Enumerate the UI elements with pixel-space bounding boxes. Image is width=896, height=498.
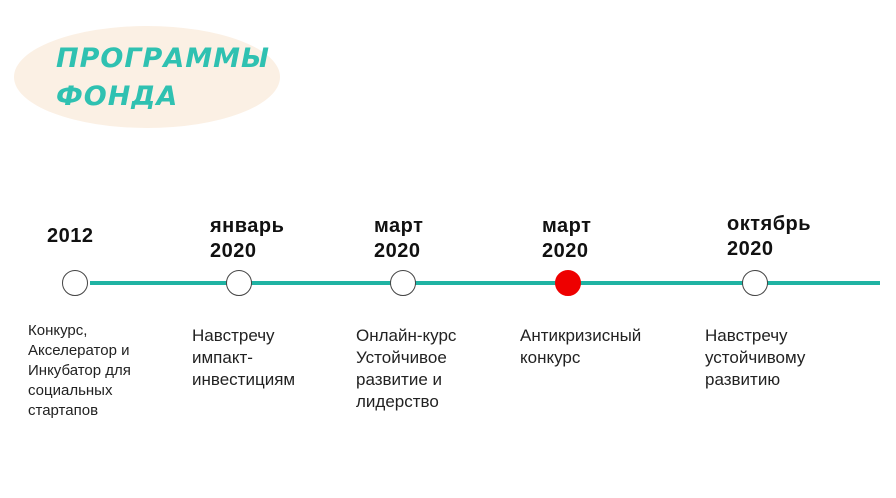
- milestone-date-3: март 2020: [374, 215, 424, 262]
- milestone-date-1: 2012: [47, 225, 94, 247]
- milestone-text-3: Онлайн-курс Устойчивое развитие и лидерс…: [356, 326, 457, 411]
- page-title: ПРОГРАММЫ ФОНДА: [56, 43, 270, 112]
- milestone-marker-3: [390, 270, 416, 296]
- milestone-text-5: Навстречу устойчивому развитию: [705, 326, 806, 389]
- milestone-date-4: март 2020: [542, 215, 592, 262]
- milestone-text-4: Антикризисный конкурс: [520, 326, 642, 367]
- milestone-date-2: январь 2020: [210, 215, 285, 262]
- milestone-text-2: Навстречу импакт- инвестициям: [192, 326, 296, 389]
- milestone-marker-2: [226, 270, 252, 296]
- milestone-date-5: октябрь 2020: [727, 213, 812, 260]
- milestone-marker-5: [742, 270, 768, 296]
- title-background-blob: [14, 26, 280, 128]
- milestone-marker-1: [62, 270, 88, 296]
- milestone-text-1: Конкурс, Акселератор и Инкубатор для соц…: [28, 322, 131, 419]
- timeline-line: [90, 281, 880, 285]
- milestone-marker-4-active: [555, 270, 581, 296]
